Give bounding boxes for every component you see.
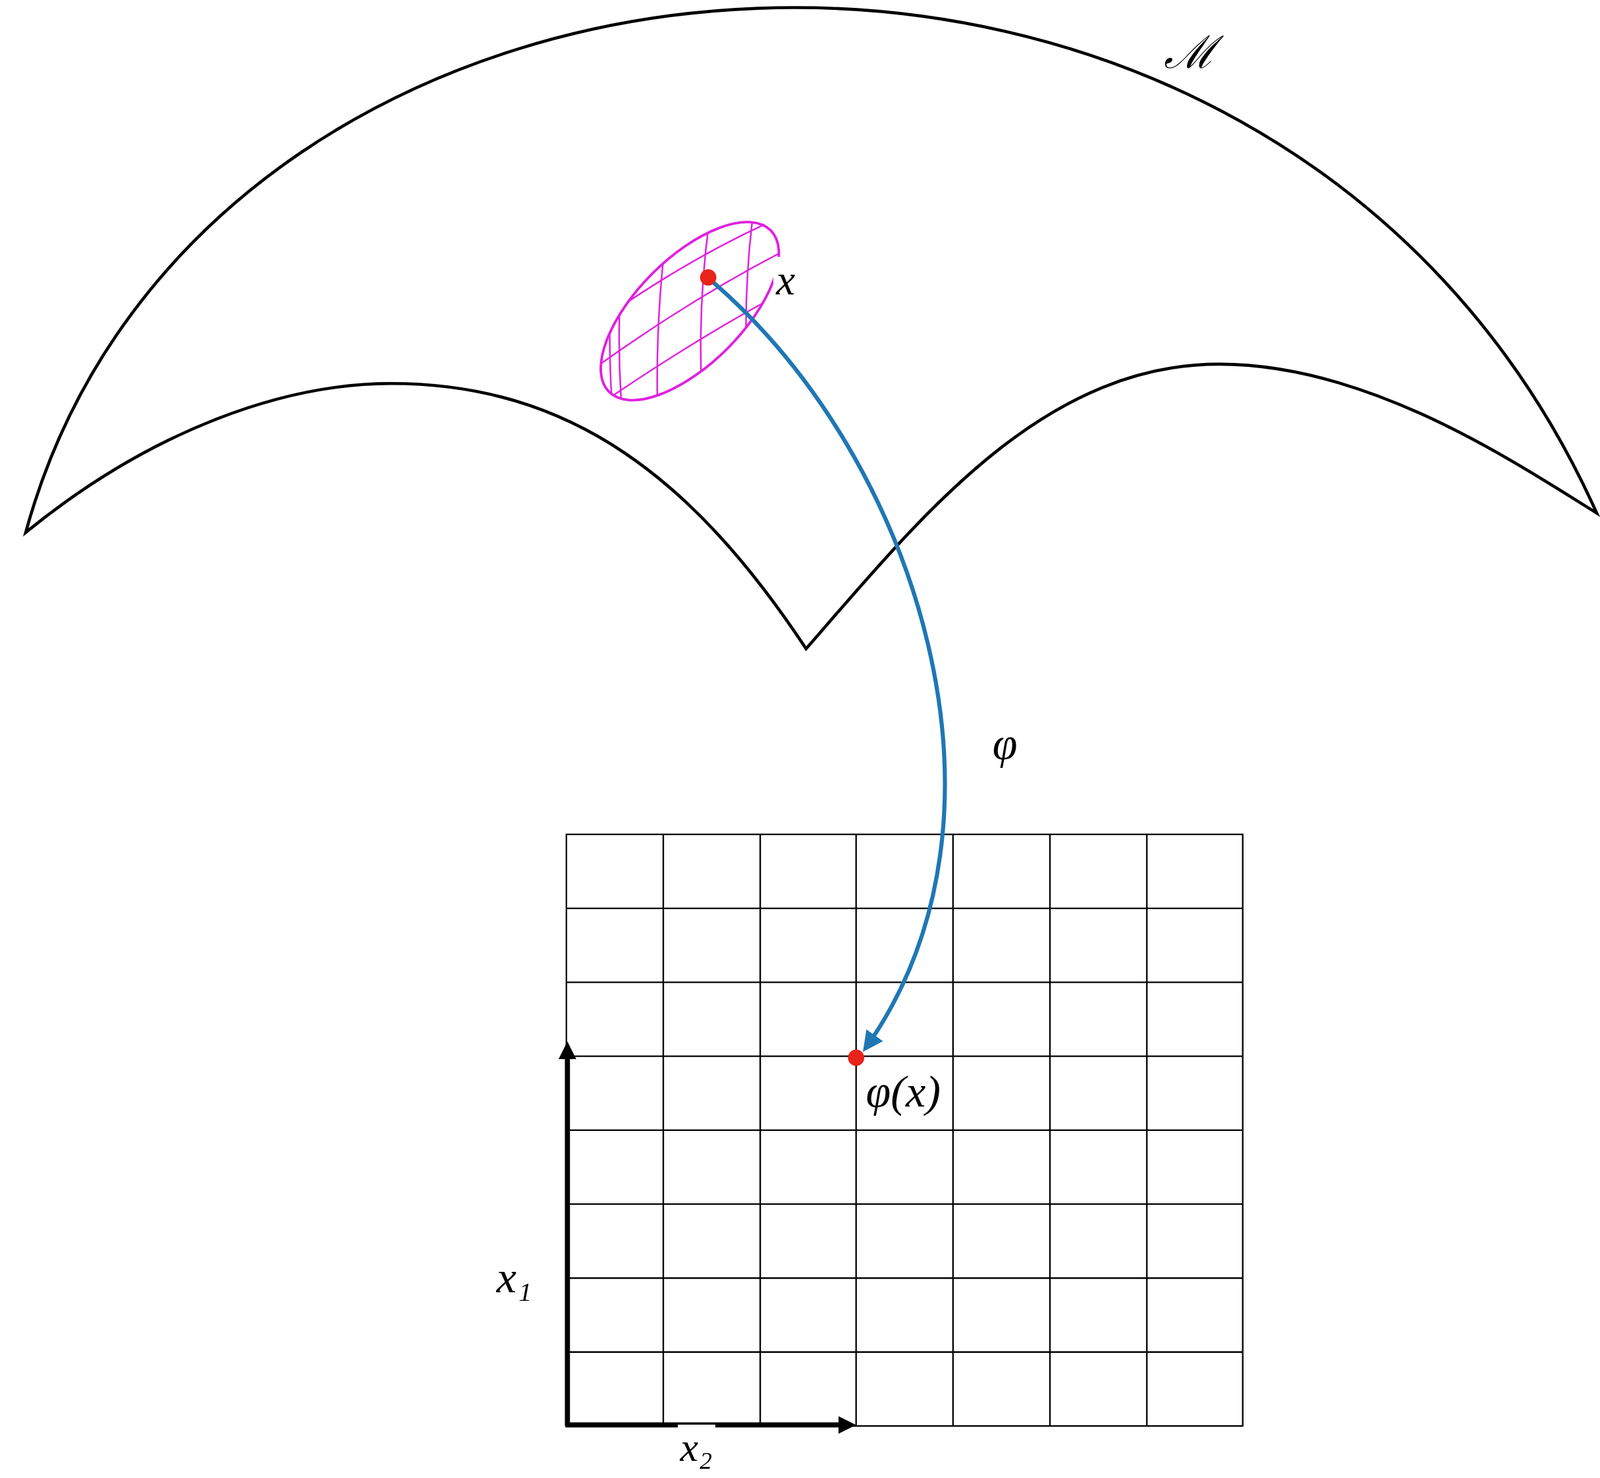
point-dot bbox=[700, 269, 717, 286]
image-label: φ(x) bbox=[863, 1067, 944, 1117]
image-point-dot bbox=[847, 1049, 865, 1067]
map-arrow bbox=[712, 281, 945, 1049]
axis-label: x₁ bbox=[494, 1252, 535, 1303]
axis-label: x₂ bbox=[677, 1424, 716, 1470]
axes bbox=[565, 1055, 842, 1427]
point-label: x bbox=[773, 256, 798, 305]
manifold-name: ℳ bbox=[1161, 28, 1219, 78]
map-label: φ bbox=[990, 719, 1021, 769]
chart-patch bbox=[571, 183, 817, 430]
manifold-outline bbox=[25, 7, 1597, 649]
coordinate-grid bbox=[566, 834, 1243, 1427]
